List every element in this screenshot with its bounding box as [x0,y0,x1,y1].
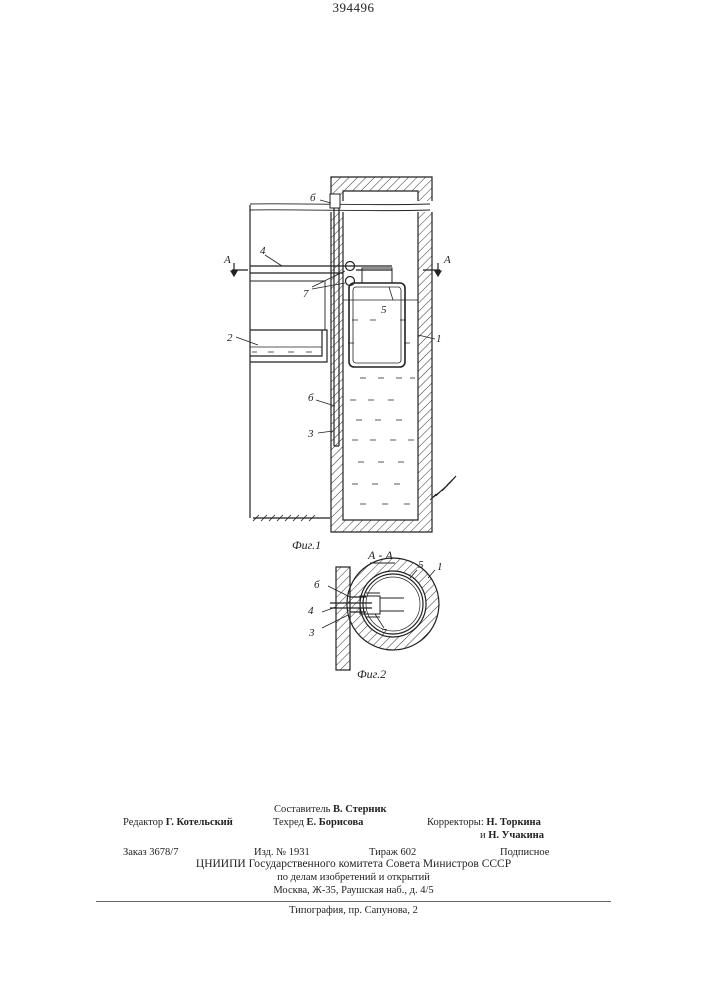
imprint-divider [96,901,611,902]
corrector-2: Н. Учакина [488,830,544,841]
label-3: 3 [307,428,314,440]
fig2-label-1: 1 [437,561,443,573]
figure-1-caption: Фиг.1 [292,538,321,552]
compiler-name: В. Стерник [333,804,387,815]
fig2-label-4: 4 [308,605,314,617]
label-7: 7 [303,288,309,300]
section-a-a-title: А - А [367,548,393,562]
fig2-label-6: б [314,579,320,591]
printing-house: Типография, пр. Сапунова, 2 [0,904,707,917]
fig2-label-3: 3 [308,627,315,639]
editor-line: Редактор Г. Котельский [123,816,233,829]
fig2-label-7: 7 [381,627,387,639]
wall-section [336,567,350,670]
techred-name: Е. Борисова [307,817,364,828]
org-line-1: ЦНИИПИ Государственного комитета Совета … [0,858,707,871]
corrector-2-prefix: и [480,830,486,841]
tank-section [347,558,439,650]
correctors-label: Корректоры: [427,817,484,828]
label-section-a-right: A [443,254,451,266]
rod [250,266,392,273]
label-6-top: б [310,192,316,204]
compiler-label: Составитель [274,804,330,815]
corrector-1: Н. Торкина [486,817,540,828]
compiler-line: Составитель В. Стерник [274,803,387,816]
label-2: 2 [227,332,233,344]
fig2-label-5: 5 [418,559,424,571]
figure-1 [231,177,456,532]
org-line-2: по делам изобретений и открытий [0,871,707,884]
editor-label: Редактор [123,817,163,828]
label-5: 5 [381,304,387,316]
correctors-line: Корректоры: Н. Торкина [427,816,541,829]
techred-label: Техред [273,817,304,828]
float [349,283,405,367]
address: Москва, Ж-35, Раушская наб., д. 4/5 [0,884,707,897]
label-section-a-left: A [223,254,231,266]
label-4: 4 [260,245,266,257]
tank-wall [331,177,432,532]
label-6-mid: б [308,392,314,404]
tray [250,330,327,362]
label-1: 1 [436,333,442,345]
figure-2 [322,558,439,670]
figure-2-caption: Фиг.2 [357,667,386,681]
techred-line: Техред Е. Борисова [273,816,363,829]
editor-name: Г. Котельский [166,817,233,828]
float-section [363,574,423,634]
corrector-2-line: и Н. Учакина [480,829,544,842]
